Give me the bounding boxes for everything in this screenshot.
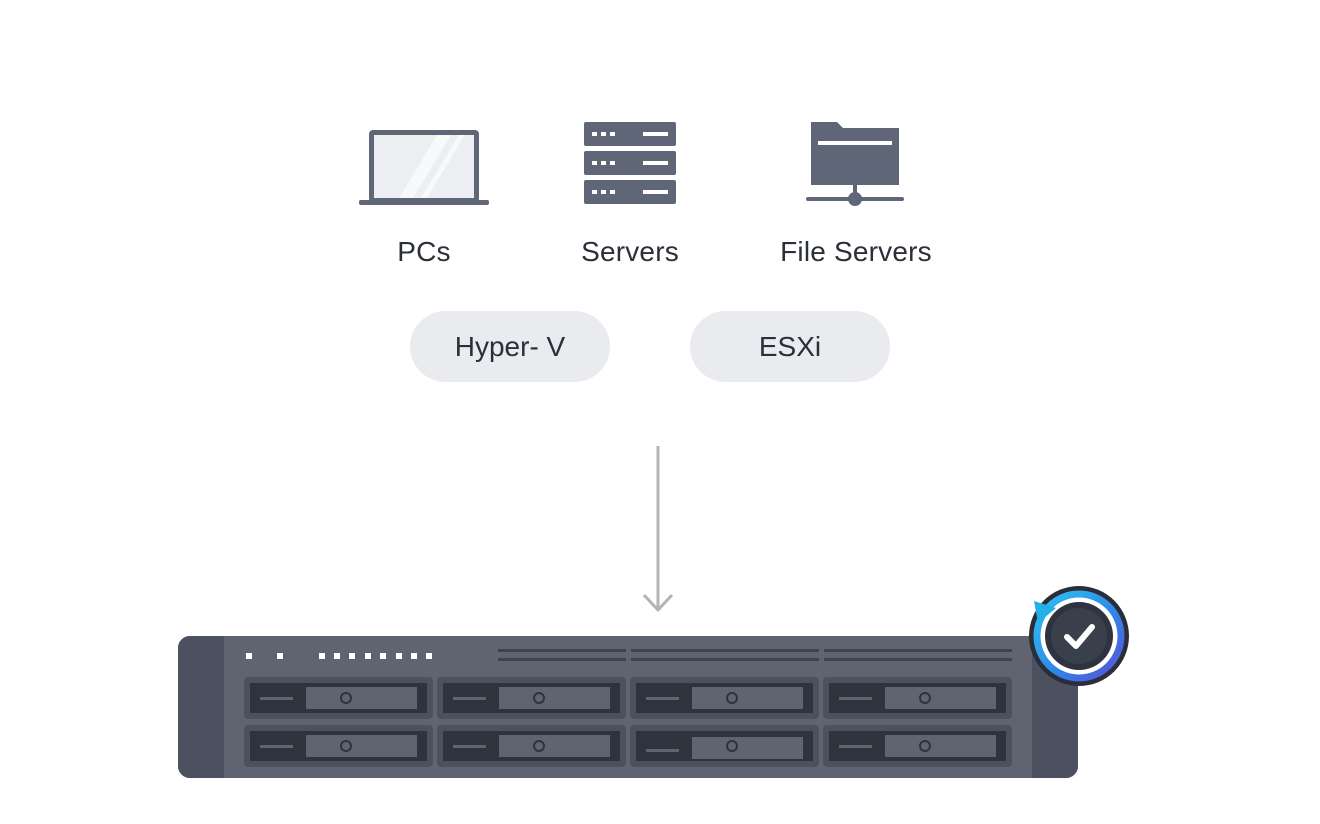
nas-device xyxy=(178,636,1078,778)
backup-check-badge-icon xyxy=(1029,586,1129,686)
source-label-pcs: PCs xyxy=(397,236,451,267)
source-pcs: PCs xyxy=(314,110,534,268)
server-rack-icon xyxy=(584,122,676,204)
hypervisor-pill-esxi: ESXi xyxy=(690,311,890,382)
laptop-icon xyxy=(359,130,489,205)
down-arrow-icon xyxy=(642,446,674,612)
source-servers: Servers xyxy=(520,110,740,268)
source-file-servers: File Servers xyxy=(746,110,966,268)
source-label-file-servers: File Servers xyxy=(780,236,932,267)
network-folder-icon xyxy=(806,122,904,206)
source-label-servers: Servers xyxy=(581,236,679,267)
hypervisor-pill-hyper-v: Hyper- V xyxy=(410,311,610,382)
